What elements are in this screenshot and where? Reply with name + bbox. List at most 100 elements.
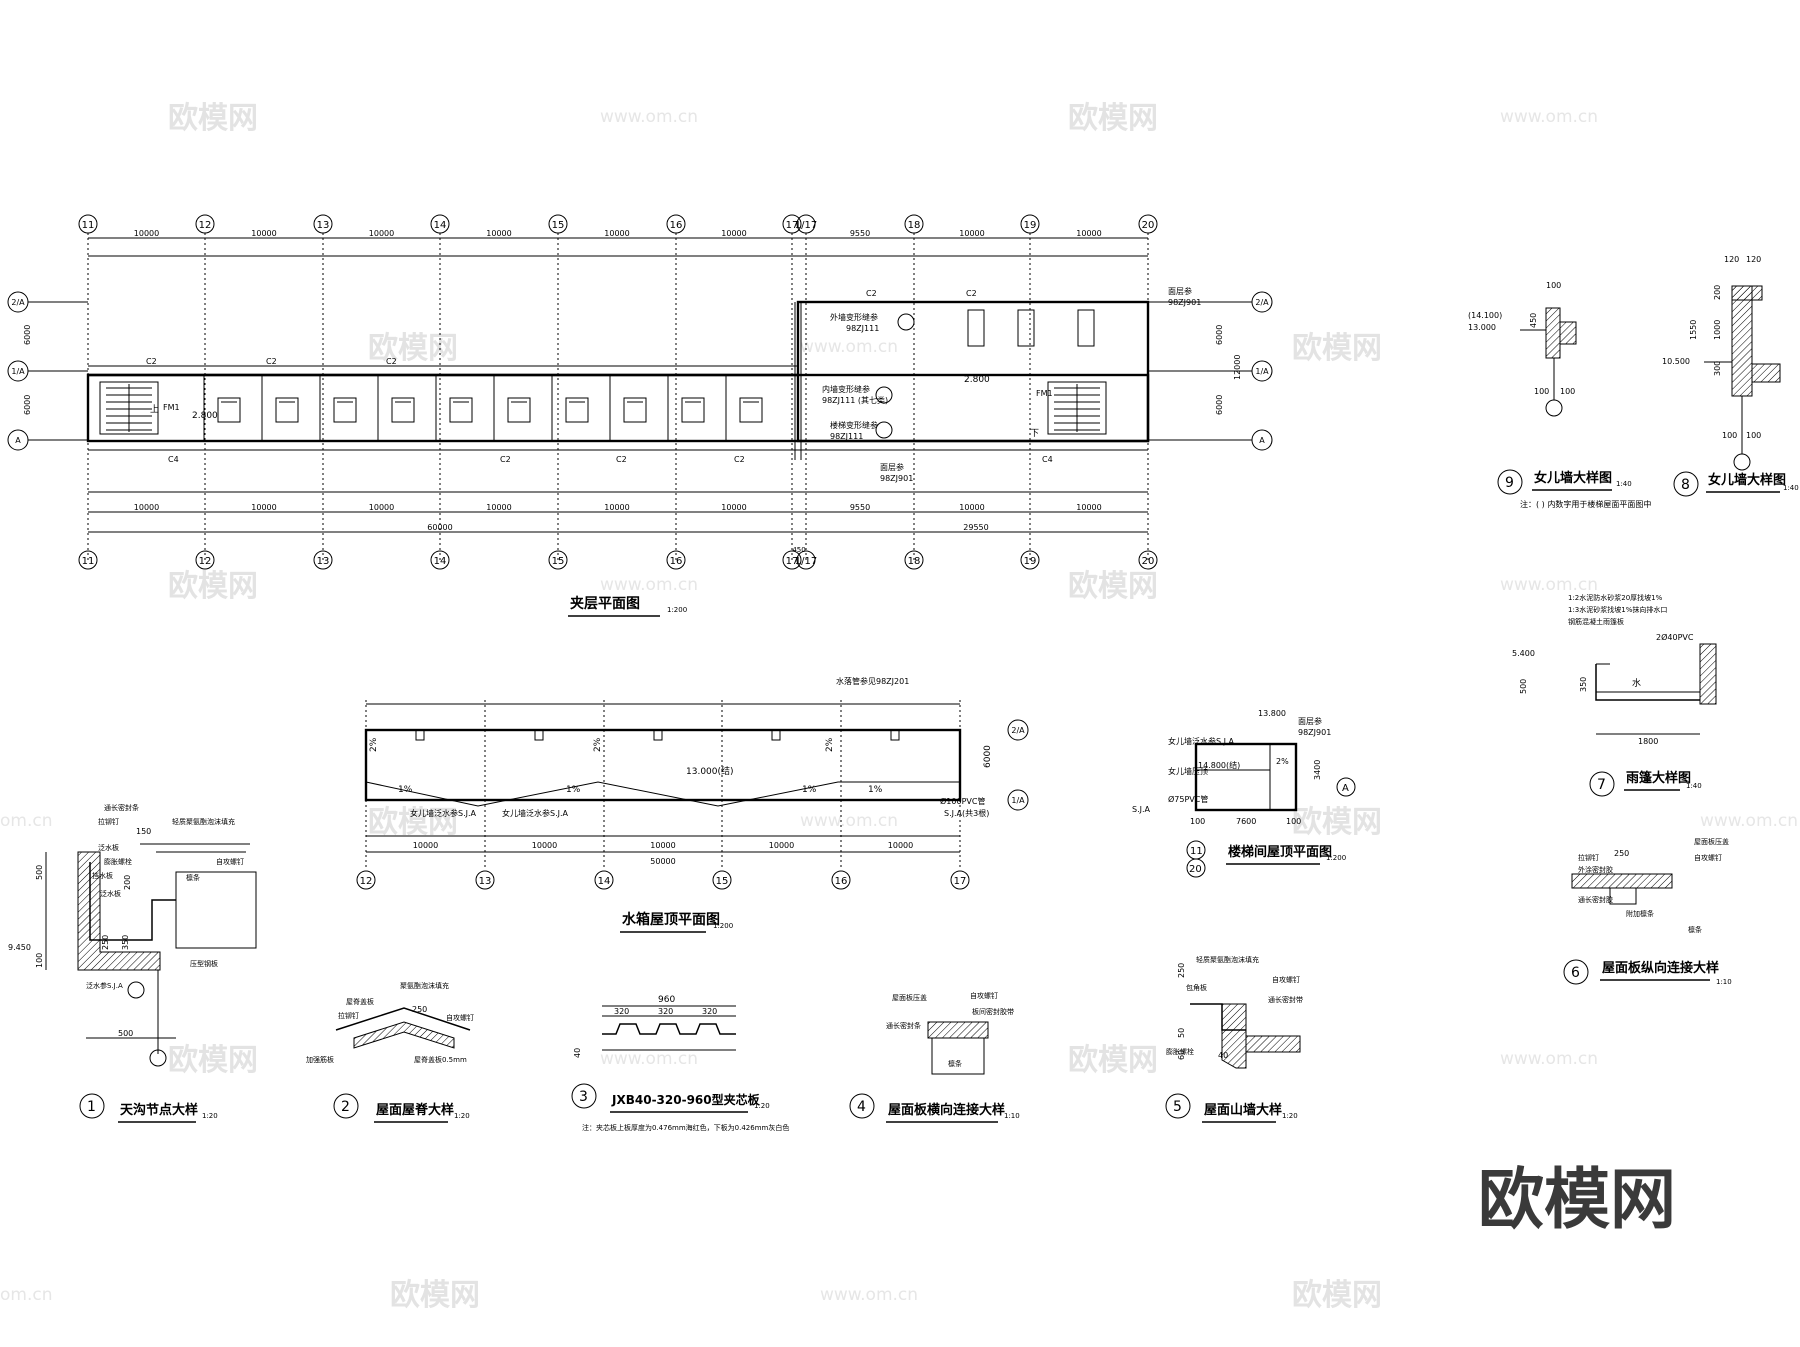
axis-bubble	[666, 550, 686, 570]
note: 泛水参S.J.A	[86, 981, 123, 990]
layer-note: 1:3水泥砂浆找坡1%抹向排水口	[1568, 605, 1667, 614]
note: 屋面板压盖	[892, 993, 927, 1002]
note: 自攻螺钉	[1272, 975, 1300, 984]
note: 檩条	[186, 873, 200, 882]
slope: 2%	[593, 737, 603, 752]
dim: 500	[35, 865, 44, 880]
axis-bubble	[1545, 399, 1563, 417]
detail-number: 8	[1681, 477, 1690, 493]
axis-bubble	[796, 550, 816, 570]
detail-3-sandwich-panel: 960 320 320 320 40 3 JXB40-320-960型夹芯板 1…	[571, 995, 789, 1132]
panel-section	[927, 1021, 989, 1039]
axis-label: 12	[199, 556, 212, 567]
axis-label: A	[15, 436, 21, 445]
axis-bubble	[313, 550, 333, 570]
window-tag: C2	[500, 455, 511, 464]
stair-down-label: 下	[1030, 429, 1039, 439]
level-mark: 2.800	[964, 375, 990, 385]
note: 98ZJ901	[1298, 728, 1331, 737]
layer-note: 1:2水泥防水砂浆20厚找坡1%	[1568, 593, 1663, 602]
detail-number-bubble	[1673, 471, 1699, 497]
note: 女儿墙压顶	[1168, 766, 1208, 776]
drawing-title: 夹层平面图	[570, 595, 640, 612]
detail-scale: 1:40	[1783, 484, 1799, 492]
room-fixture	[681, 397, 705, 423]
room-fixture	[739, 397, 763, 423]
detail-number: 2	[341, 1099, 350, 1115]
stair-treads	[106, 384, 152, 432]
wall-section	[1221, 1003, 1247, 1069]
detail-title: 屋面山墙大样	[1204, 1102, 1282, 1118]
watermark-logo: 欧模网	[168, 1043, 258, 1078]
bay-dim: 10000	[959, 503, 984, 512]
watermark-site: www.om.cn	[600, 575, 698, 595]
dim: 200	[1713, 285, 1722, 300]
dim: 3400	[1313, 760, 1322, 780]
window-tag: C4	[1042, 455, 1053, 464]
dim: 100	[35, 953, 44, 968]
panel-block	[175, 871, 257, 949]
room-fixture	[391, 397, 415, 423]
window-fixture	[967, 309, 985, 347]
room-fixture	[333, 397, 357, 423]
level-mark: 10.500	[1662, 357, 1690, 366]
watermark-site: www.om.cn	[800, 811, 898, 831]
axis-bubble	[1020, 550, 1040, 570]
detail-callout	[875, 386, 893, 404]
window-tag: C2	[866, 289, 877, 298]
bay-dim: 10000	[532, 841, 557, 850]
dim: 500	[1519, 679, 1528, 694]
axis-bubble	[475, 870, 495, 890]
note: 板间密封胶带	[972, 1007, 1014, 1016]
dim: 350	[1579, 677, 1588, 692]
axis-label: 1/A	[1255, 367, 1269, 376]
bay-dim: 9550	[850, 503, 870, 512]
watermark-site: www.om.cn	[1500, 1049, 1598, 1069]
canopy-slab	[1595, 664, 1700, 701]
detail-1-gutter: 9.450 500 100 500 150 200 250 350 通长密封条 …	[8, 803, 257, 1123]
level-mark: 2.800	[192, 411, 218, 421]
note: 楼梯变形缝参	[830, 420, 878, 430]
bay-dim: 10000	[134, 503, 159, 512]
bay-dim: 10000	[1076, 229, 1101, 238]
bay-dim: 10000	[769, 841, 794, 850]
drawing-scale: 1:200	[667, 606, 687, 614]
detail-callout	[875, 421, 893, 439]
watermark-site: www.om.cn	[820, 1285, 918, 1305]
roof-opening	[771, 729, 781, 741]
watermark-site: www.om.cn	[600, 107, 698, 127]
note: 自攻螺钉	[970, 991, 998, 1000]
panel-profile	[602, 1023, 736, 1035]
gutter-section	[89, 862, 176, 941]
note: 通长密封带	[1268, 995, 1303, 1004]
note: 屋面板压盖	[1694, 837, 1729, 846]
stair-treads	[1054, 384, 1100, 432]
note: 压型钢板	[190, 959, 218, 968]
purlin-block	[931, 1037, 985, 1075]
watermark-site: www.om.cn	[800, 337, 898, 357]
watermark-logo: 欧模网	[368, 805, 458, 840]
note: 98ZJ901	[880, 474, 913, 483]
watermark-logo: 欧模网	[1068, 101, 1158, 136]
note: 聚氨酯泡沫填充	[400, 981, 449, 990]
stair-right	[1047, 381, 1107, 435]
drawing-title: 楼梯间屋顶平面图	[1228, 844, 1332, 860]
window-fixture	[1017, 309, 1035, 347]
axis-label: 18	[908, 556, 921, 567]
dim: 960	[658, 995, 675, 1005]
detail-number-bubble	[1497, 469, 1523, 495]
dim: 120	[1724, 255, 1739, 264]
axis-label: 20	[1142, 220, 1155, 231]
room-fixture	[217, 397, 241, 423]
axis-label: 18	[908, 220, 921, 231]
window-tag: C2	[616, 455, 627, 464]
window-tag: C4	[168, 455, 179, 464]
axis-bubble	[831, 870, 851, 890]
axis-label: 20	[1189, 864, 1202, 875]
dim: 6000	[1215, 395, 1224, 415]
detail-title: 屋面板纵向连接大样	[1602, 960, 1719, 976]
detail-number-bubble	[571, 1083, 597, 1109]
detail-scale: 1:40	[1686, 782, 1702, 790]
axis-label: 2/A	[11, 298, 25, 307]
note: S.J.A	[1132, 805, 1151, 814]
